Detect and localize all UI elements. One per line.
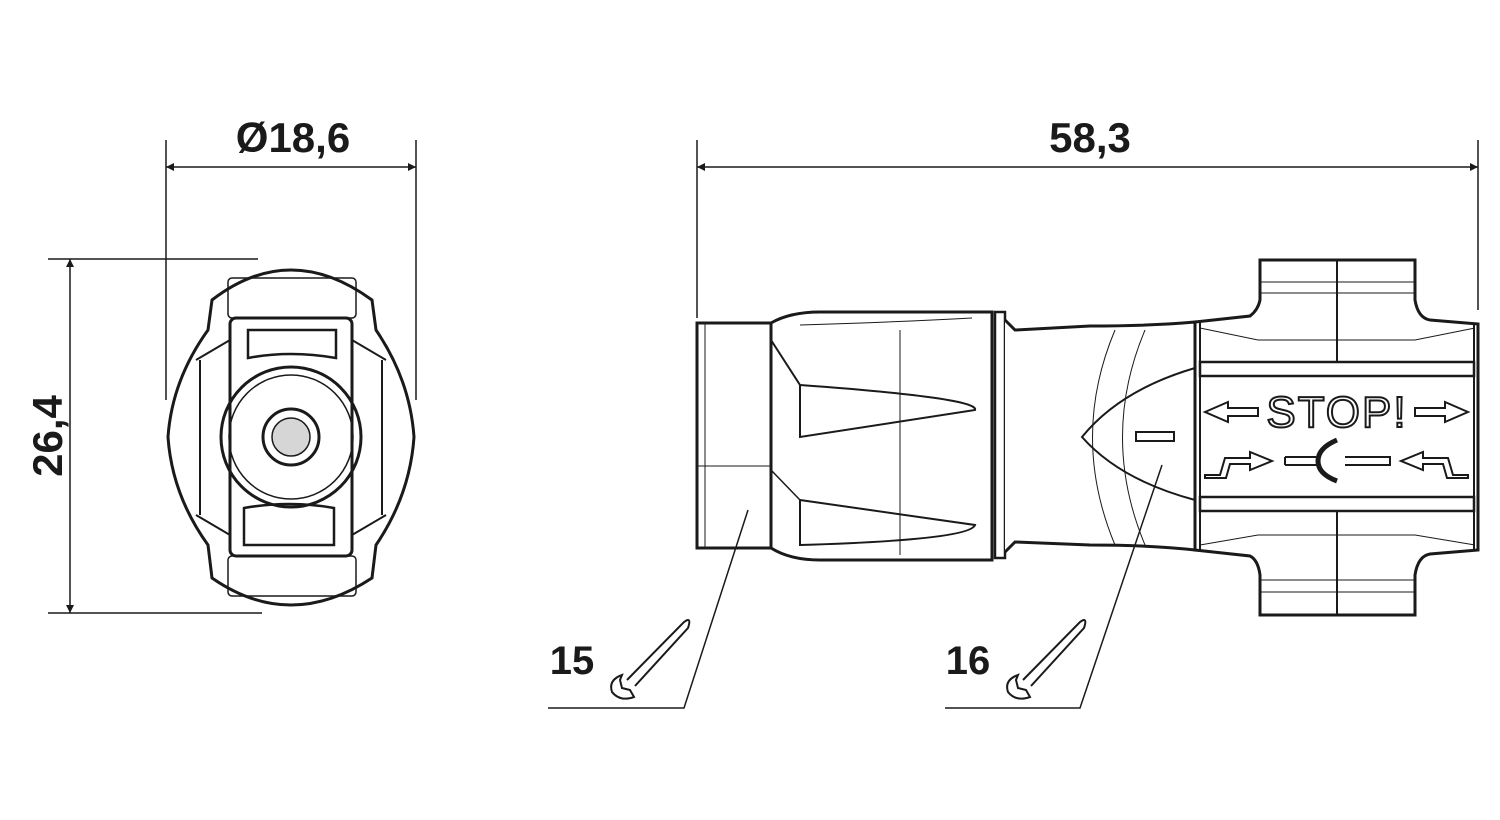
height-dimension: 26,4 [24,394,71,476]
diameter-dimension: Ø18,6 [236,114,350,161]
front-dimension-lines [48,140,417,614]
front-body [166,268,416,607]
callout-leaders [548,464,1163,709]
arrow-left-icon [1202,400,1259,424]
contact-pin [271,417,311,457]
arrow-right-icon [1414,400,1471,424]
polarity-minus-marking [1135,431,1175,442]
lightning-arrow-icon [1398,450,1469,479]
stop-marking: STOP! [1266,388,1407,437]
wrench-icon [610,619,691,700]
wrench-icon [1006,619,1087,700]
side-view: 58,3 [0,0,1480,709]
callout-15: 15 [550,639,595,683]
callout-16: 16 [946,639,991,683]
side-body [695,258,1480,617]
front-view: Ø18,6 26,4 [24,114,417,614]
polarity-text: – [0,0,1,1]
lightning-arrow-icon [1204,450,1275,479]
side-dimension-lines [696,140,1479,318]
length-dimension: 58,3 [1049,114,1131,161]
